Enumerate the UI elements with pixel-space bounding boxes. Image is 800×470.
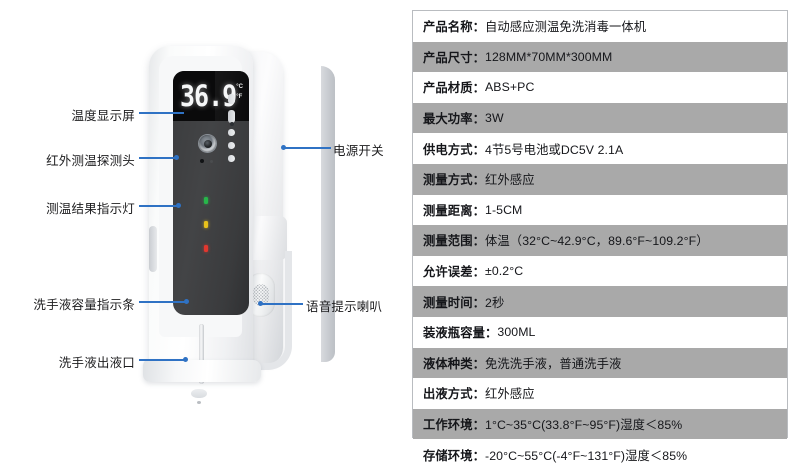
table-row: 液体种类： 免洗洗手液，普通洗手液: [413, 347, 787, 379]
table-row: 产品材质： ABS+PC: [413, 72, 787, 103]
callout-label-temperature-screen: 温度显示屏: [71, 109, 135, 123]
device-front-face: 36.9 °C °F: [159, 56, 249, 404]
table-row: 测量方式： 红外感应: [413, 163, 787, 195]
side-button-3[interactable]: [228, 129, 235, 136]
spec-key: 供电方式：: [423, 142, 485, 157]
table-row: 工作环境： 1°C~35°C(33.8°F~95°F)湿度＜85%: [413, 408, 787, 440]
leader-line-result-led: [139, 205, 179, 207]
table-row: 装液瓶容量： 300ML: [413, 316, 787, 348]
spec-value: 300ML: [497, 325, 536, 340]
callout-label-speaker: 语音提示喇叭: [306, 300, 383, 314]
spec-value: ±0.2°C: [485, 264, 524, 279]
temperature-units: °C °F: [236, 82, 243, 102]
spec-value: 4节5号电池或DC5V 2.1A: [485, 142, 624, 157]
spec-key: 测量时间：: [423, 295, 485, 310]
leader-line-outlet: [139, 359, 186, 361]
spec-key: 测量范围：: [423, 234, 485, 249]
spec-value: 3W: [485, 111, 504, 126]
leader-line-power-switch: [283, 147, 331, 149]
device-front-body: 36.9 °C °F: [149, 46, 253, 404]
side-button-column: [226, 94, 238, 168]
device-back-edge: [321, 66, 335, 362]
callout-label-power-switch: 电源开关: [333, 144, 384, 158]
sensor-aux-hole-2: [210, 160, 213, 163]
spec-key: 存储环境：: [423, 448, 485, 463]
leader-dot-outlet: [183, 357, 188, 362]
device-bracket-arm: [253, 251, 292, 370]
spec-value: ABS+PC: [485, 80, 535, 95]
spec-key: 最大功率：: [423, 112, 485, 127]
leader-dot-level-bar: [184, 299, 189, 304]
table-row: 产品名称： 自动感应测温免洗消毒一体机: [413, 11, 787, 42]
leader-dot-power-switch: [281, 145, 286, 150]
leader-line-level-bar: [139, 301, 187, 303]
spec-value: 自动感应测温免洗消毒一体机: [485, 20, 647, 35]
spec-value: 免洗洗手液，普通洗手液: [485, 356, 622, 371]
device-side-tab: [149, 226, 157, 272]
callout-label-result-led: 测温结果指示灯: [46, 202, 135, 216]
spec-key: 产品尺寸：: [423, 50, 485, 65]
unit-fahrenheit: °F: [236, 92, 243, 102]
spec-key: 工作环境：: [423, 418, 485, 433]
leader-dot-ir-sensor: [174, 155, 179, 160]
product-device-image: 36.9 °C °F: [143, 46, 335, 404]
speaker-grille-icon: [253, 284, 269, 306]
device-bottom-tray: [143, 360, 261, 382]
device-dark-panel: 36.9 °C °F: [173, 71, 249, 315]
power-switch-button[interactable]: [228, 110, 235, 126]
leader-dot-speaker: [258, 301, 263, 306]
infrared-sensor-icon: [199, 135, 216, 152]
leader-dot-result-led: [176, 203, 181, 208]
table-row: 存储环境： -20°C~55°C(-4°F~131°F)湿度＜85%: [413, 439, 787, 470]
specification-table: 产品名称： 自动感应测温免洗消毒一体机 产品尺寸： 128MM*70MM*300…: [412, 10, 788, 470]
spec-key: 装液瓶容量：: [423, 326, 498, 341]
spec-value: 红外感应: [485, 387, 535, 402]
spec-value: 1-5CM: [485, 202, 523, 217]
leader-line-speaker: [260, 303, 303, 305]
spec-value: -20°C~55°C(-4°F~131°F)湿度＜85%: [485, 448, 688, 463]
side-button-4[interactable]: [228, 142, 235, 149]
spec-key: 测量方式：: [423, 173, 485, 188]
table-row: 产品尺寸： 128MM*70MM*300MM: [413, 41, 787, 73]
callout-label-ir-sensor: 红外测温探测头: [46, 154, 135, 168]
leader-line-ir-sensor: [139, 157, 176, 159]
side-button-5[interactable]: [228, 155, 235, 162]
spec-value: 128MM*70MM*300MM: [485, 49, 613, 64]
indicator-led-yellow: [204, 221, 208, 228]
spec-value: 1°C~35°C(33.8°F~95°F)湿度＜85%: [485, 418, 683, 433]
spec-key: 允许误差：: [423, 265, 485, 280]
table-row: 供电方式： 4节5号电池或DC5V 2.1A: [413, 133, 787, 164]
callout-label-outlet: 洗手液出液口: [58, 356, 135, 370]
side-button-usb[interactable]: [228, 94, 235, 104]
spec-key: 出液方式：: [423, 387, 485, 402]
spec-value: 红外感应: [485, 173, 535, 188]
power-icon: [230, 122, 234, 126]
product-photo-pane: 36.9 °C °F: [0, 0, 400, 454]
sensor-aux-hole: [200, 159, 204, 163]
table-row: 最大功率： 3W: [413, 102, 787, 134]
table-row: 测量范围： 体温（32°C~42.9°C，89.6°F~109.2°F）: [413, 225, 787, 256]
sanitizer-outlet: [197, 401, 201, 404]
spec-key: 产品名称：: [423, 20, 485, 35]
spec-key: 产品材质：: [423, 81, 485, 96]
callout-label-level-bar: 洗手液容量指示条: [33, 298, 135, 312]
spec-value: 体温（32°C~42.9°C，89.6°F~109.2°F）: [485, 234, 709, 249]
indicator-led-red: [204, 245, 208, 252]
leader-line-temperature-screen: [139, 112, 184, 114]
table-row: 测量距离： 1-5CM: [413, 194, 787, 226]
liquid-level-indicator-bar: [199, 324, 204, 384]
table-row: 测量时间： 2秒: [413, 286, 787, 317]
table-row: 允许误差： ±0.2°C: [413, 255, 787, 287]
unit-celsius: °C: [236, 82, 243, 92]
sanitizer-nozzle: [191, 389, 207, 398]
temperature-display-screen: 36.9 °C °F: [173, 71, 249, 121]
table-row: 出液方式： 红外感应: [413, 378, 787, 409]
indicator-led-green: [204, 197, 208, 204]
spec-key: 液体种类：: [423, 356, 485, 371]
spec-key: 测量距离：: [423, 203, 485, 218]
spec-value: 2秒: [485, 295, 505, 310]
temperature-value: 36.9: [180, 78, 237, 113]
